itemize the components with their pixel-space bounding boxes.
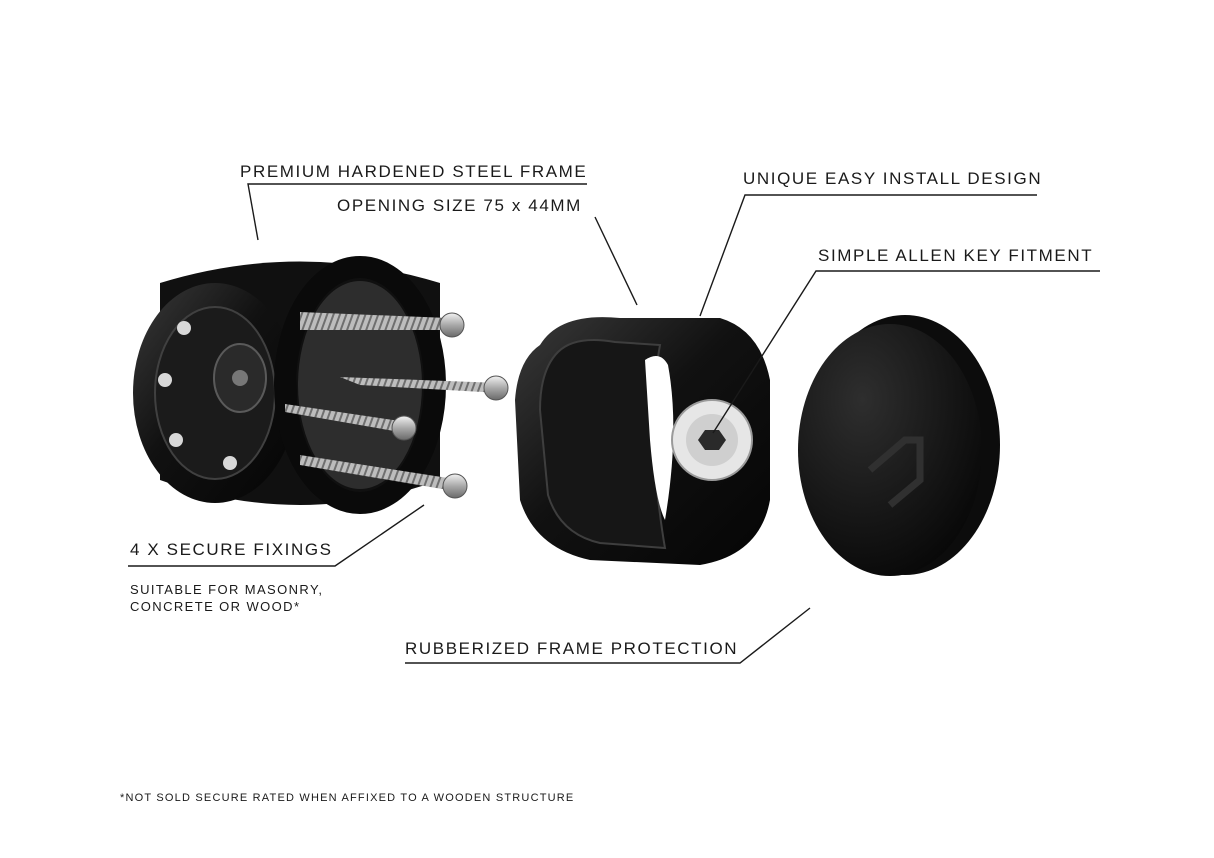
footnote: *NOT SOLD SECURE RATED WHEN AFFIXED TO A… [120, 792, 575, 804]
leader-opening-size [594, 216, 638, 306]
callout-rubber: RUBBERIZED FRAME PROTECTION [405, 639, 739, 658]
leader-allen-key [712, 270, 1100, 434]
screw [300, 312, 465, 338]
callout-allen-key: SIMPLE ALLEN KEY FITMENT [818, 246, 1094, 265]
callout-opening-size: OPENING SIZE 75 x 44MM [337, 196, 582, 215]
leader-easy-install [699, 194, 1037, 317]
callout-steel-frame: PREMIUM HARDENED STEEL FRAME [240, 162, 588, 181]
leader-rubber [405, 607, 811, 664]
callout-fixings-line1: SUITABLE FOR MASONRY, [130, 582, 324, 597]
screw-fixings [285, 312, 509, 499]
screw [340, 375, 509, 401]
callout-fixings-line2: CONCRETE OR WOOD* [130, 599, 301, 614]
callout-easy-install: UNIQUE EASY INSTALL DESIGN [743, 169, 1043, 188]
leader-steel-frame [247, 183, 587, 241]
screw [300, 455, 468, 499]
lock-body-part [515, 317, 770, 565]
leader-lines [128, 183, 1100, 664]
screw [285, 404, 417, 441]
callout-fixings-title: 4 X SECURE FIXINGS [130, 540, 333, 559]
rubber-cap-part [798, 315, 1000, 576]
leader-fixings [128, 504, 425, 567]
